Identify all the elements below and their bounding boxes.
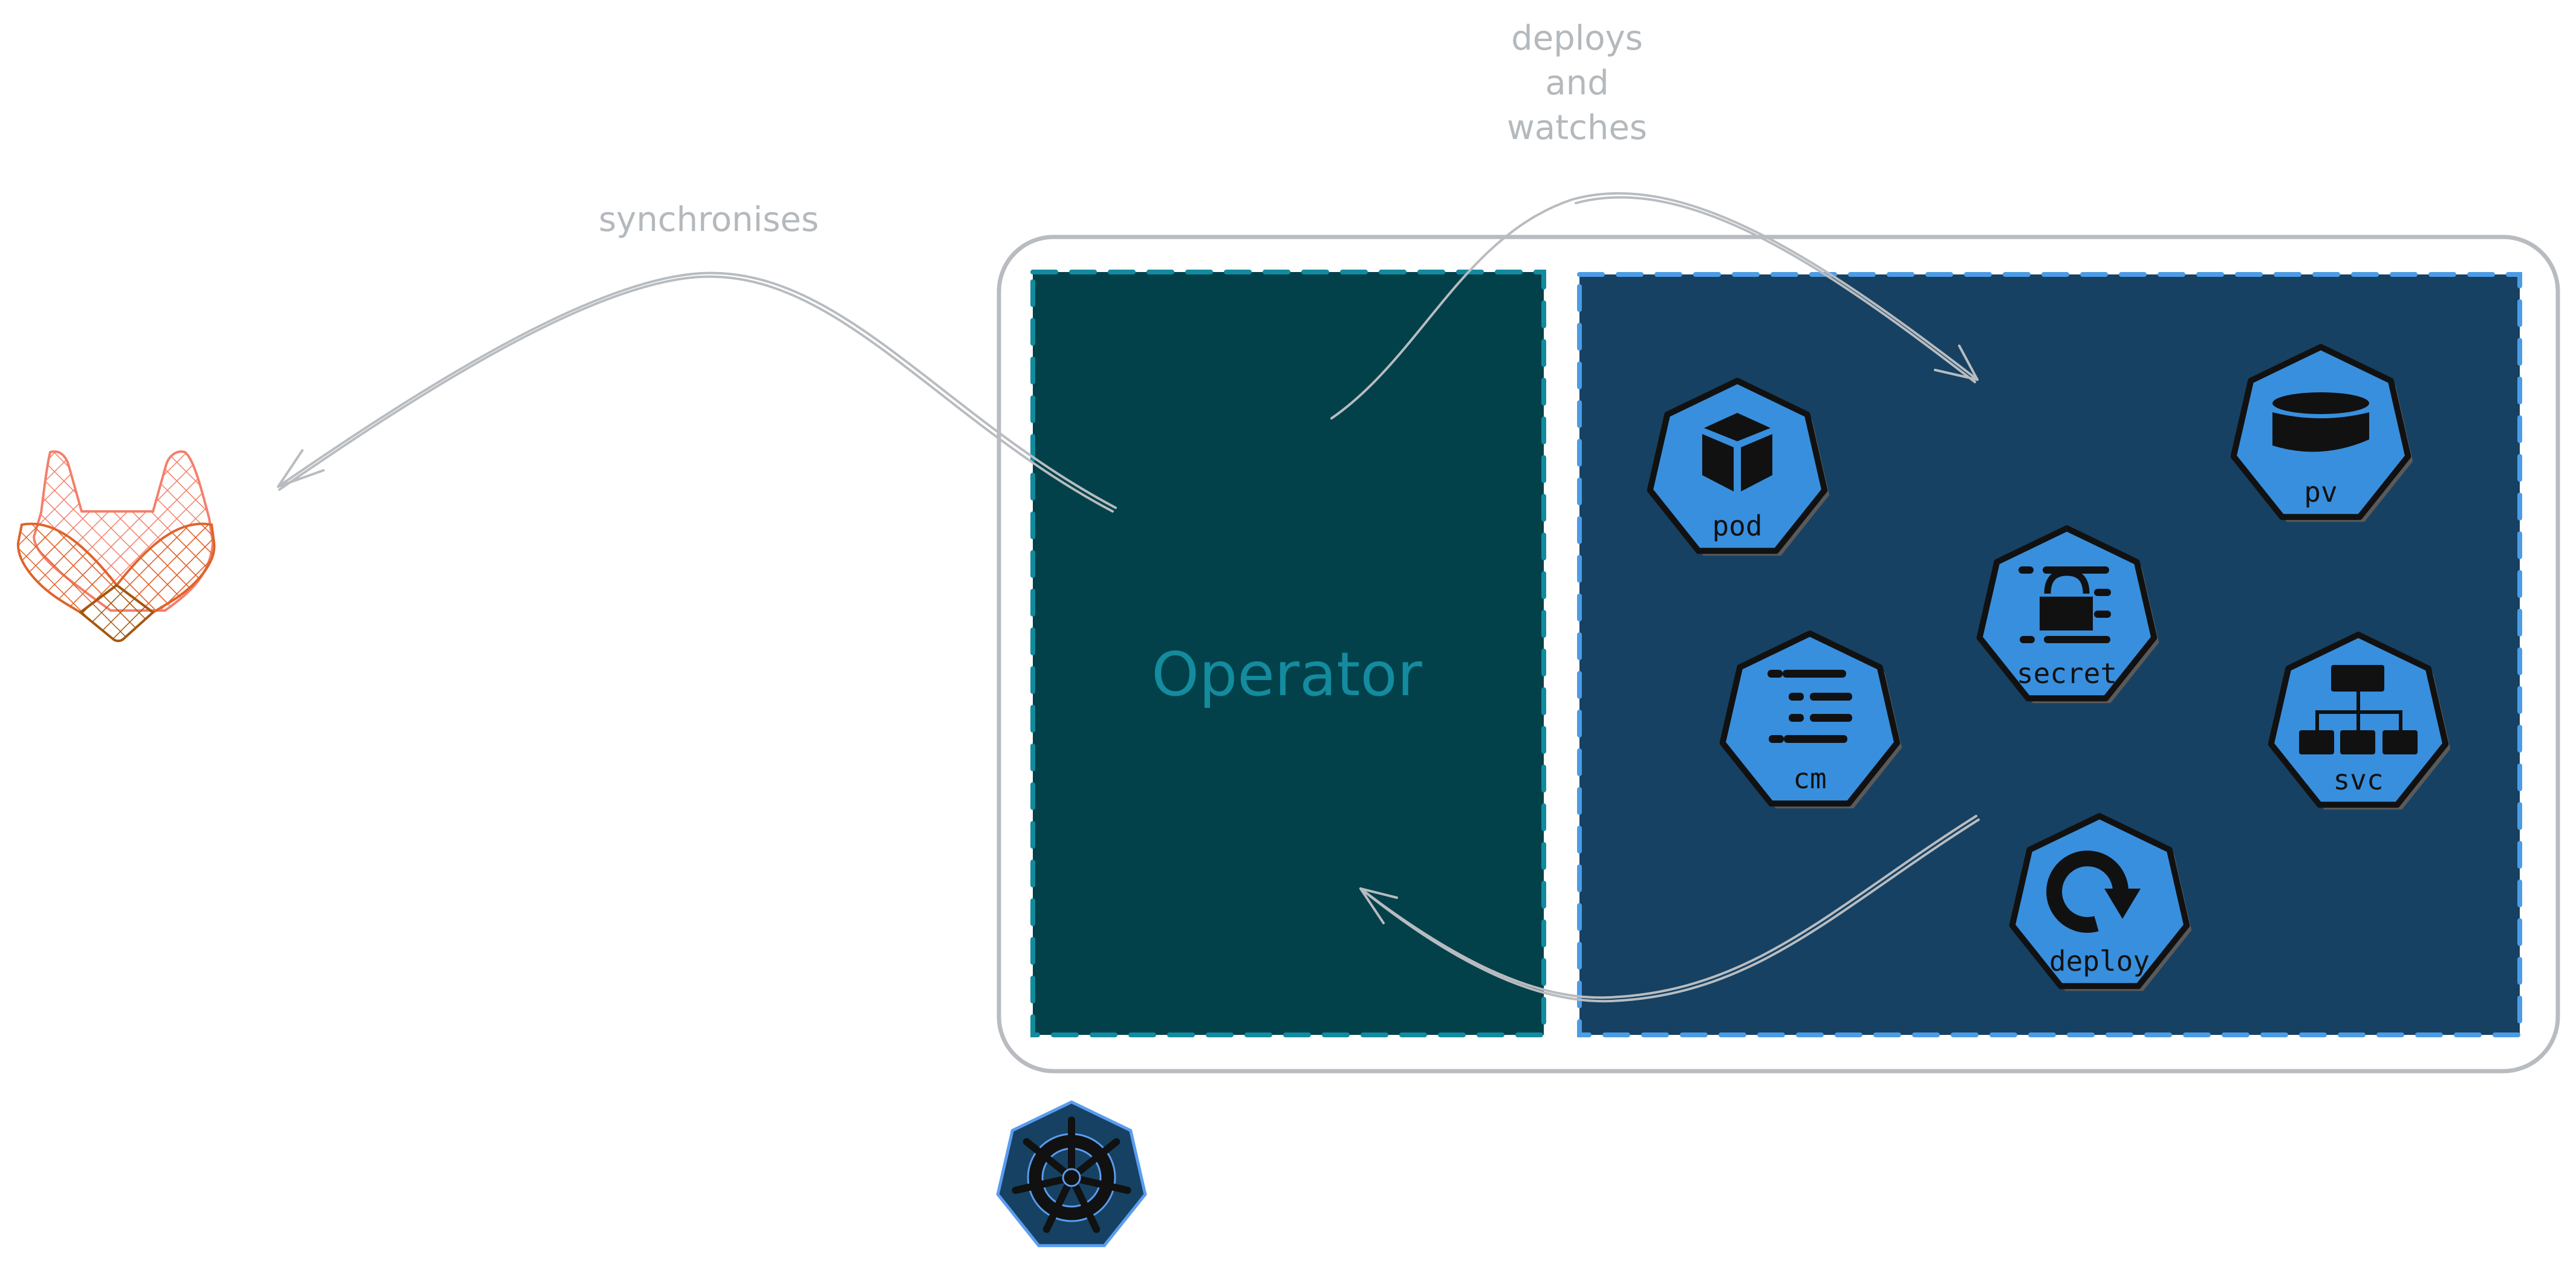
lock-icon — [2018, 566, 2111, 643]
operator-box[interactable]: Operator — [1030, 270, 1546, 1037]
resource-svc[interactable]: svc — [2268, 632, 2451, 810]
resource-cm[interactable]: cm — [1719, 630, 1902, 809]
resource-heptagon — [1719, 630, 1901, 807]
arrow-deploys-and-watches[interactable] — [1330, 192, 1979, 420]
network-tree-icon — [2299, 665, 2418, 754]
gitlab-fox-icon[interactable] — [16, 450, 216, 643]
resource-label: deploy — [2049, 945, 2150, 977]
resource-deploy[interactable]: deploy — [2009, 813, 2192, 991]
helm-spoke — [1074, 1138, 1120, 1176]
arrow-watch-feedback[interactable] — [1359, 815, 1980, 1003]
operator-label: Operator — [1151, 639, 1422, 710]
resource-label: secret — [2017, 657, 2117, 690]
resource-pod[interactable]: pod — [1647, 378, 1830, 556]
list-icon — [1768, 670, 1852, 743]
helm-spoke — [1023, 1138, 1069, 1176]
disk-icon — [2272, 392, 2369, 452]
cluster-frame[interactable] — [997, 235, 2560, 1074]
edge-label-and: and — [1545, 63, 1608, 103]
resource-heptagon — [2009, 813, 2190, 990]
edge-label-watches: watches — [1507, 108, 1647, 147]
helm-spoke — [1076, 1176, 1131, 1194]
edge-label-deploys: deploys — [1511, 19, 1643, 58]
helm-spoke — [1072, 1181, 1101, 1233]
resources-layer: pod pv secret cm svc deploy — [1647, 344, 2451, 991]
cube-icon — [1702, 413, 1772, 491]
resource-secret[interactable]: secret — [1976, 525, 2159, 704]
resource-label: svc — [2333, 763, 2383, 796]
resource-label: cm — [1793, 762, 1826, 795]
kubernetes-helm-icon[interactable] — [996, 1100, 1147, 1248]
resource-label: pod — [1712, 510, 1762, 542]
resource-label: pv — [2304, 476, 2337, 508]
resource-pv[interactable]: pv — [2230, 344, 2413, 522]
edge-label-synchronises: synchronises — [599, 200, 819, 239]
helm-spoke — [1012, 1176, 1067, 1194]
resource-heptagon — [1647, 378, 1828, 554]
arrow-synchronises[interactable] — [277, 271, 1117, 513]
helm-spoke — [1042, 1181, 1072, 1233]
rotate-arrow-icon — [2046, 851, 2141, 933]
